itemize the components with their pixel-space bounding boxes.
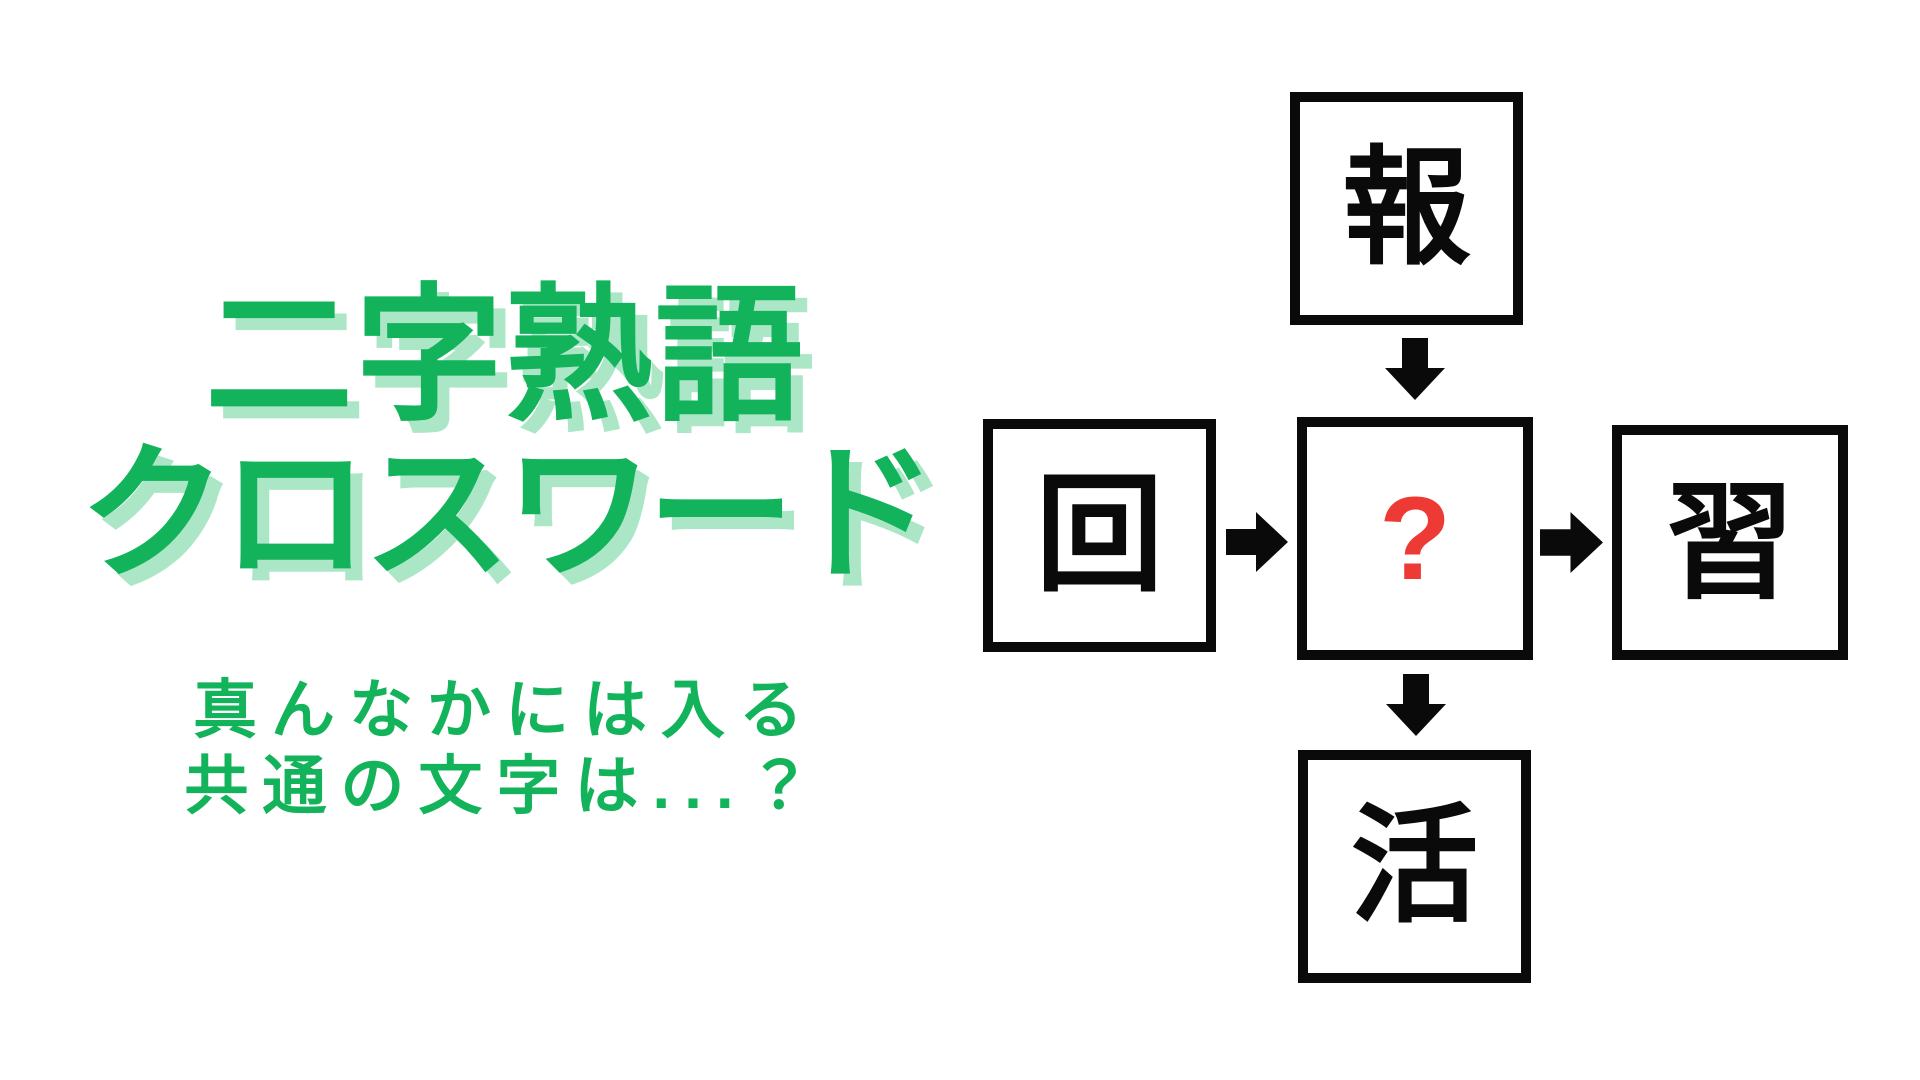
poster-subtitle: 真んなかには入る 共通の文字は...？ — [30, 672, 980, 824]
cell-center-question-mark: ? — [1378, 472, 1452, 605]
title-line-2: クロスワード — [79, 432, 937, 597]
poster-title: 二字熟語 クロスワード — [30, 278, 980, 594]
arrow-down-icon — [1385, 338, 1445, 400]
cell-right-char: 習 — [1665, 470, 1794, 614]
cell-left-kanji: 回 — [983, 419, 1216, 652]
cell-center-answer: ? — [1297, 417, 1533, 660]
cell-right-kanji: 習 — [1612, 425, 1848, 660]
title-line-1: 二字熟語 — [205, 274, 805, 439]
arrow-right-icon — [1226, 512, 1288, 572]
cell-top-kanji: 報 — [1290, 92, 1523, 325]
arrow-down-icon — [1386, 674, 1446, 736]
cell-bottom-char: 活 — [1350, 794, 1479, 938]
cell-bottom-kanji: 活 — [1298, 750, 1531, 983]
subtitle-line-1: 真んなかには入る — [193, 674, 817, 746]
subtitle-line-2: 共通の文字は...？ — [184, 750, 826, 822]
cell-left-char: 回 — [1035, 463, 1164, 607]
intro-panel: 二字熟語 クロスワード 真んなかには入る 共通の文字は...？ — [30, 0, 980, 1080]
arrow-right-icon — [1540, 512, 1603, 573]
cell-top-char: 報 — [1342, 136, 1471, 280]
